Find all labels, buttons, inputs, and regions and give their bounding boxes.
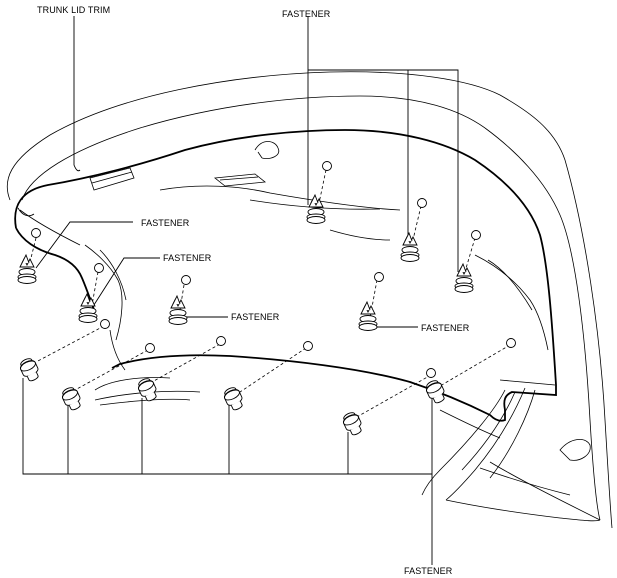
- label-trunk-lid-trim: TRUNK LID TRIM: [37, 5, 111, 15]
- alignment-dashed-lines: [27, 169, 511, 419]
- label-fastener-top: FASTENER: [282, 9, 331, 19]
- grommet-fastener-icon: [17, 355, 449, 438]
- label-fastener-bottom: FASTENER: [404, 566, 453, 576]
- trunk-lid-outline: [6, 71, 613, 529]
- label-fastener-center: FASTENER: [231, 312, 280, 322]
- trunk-lid-trim-panel: [14, 129, 557, 422]
- mounting-holes: [31, 161, 516, 378]
- label-fastener-left-mid: FASTENER: [163, 253, 212, 263]
- label-fastener-left-upper: FASTENER: [141, 218, 190, 228]
- label-fastener-right: FASTENER: [421, 323, 470, 333]
- leader-lines: [22, 16, 459, 565]
- push-clip-fastener-icon: [17, 194, 474, 331]
